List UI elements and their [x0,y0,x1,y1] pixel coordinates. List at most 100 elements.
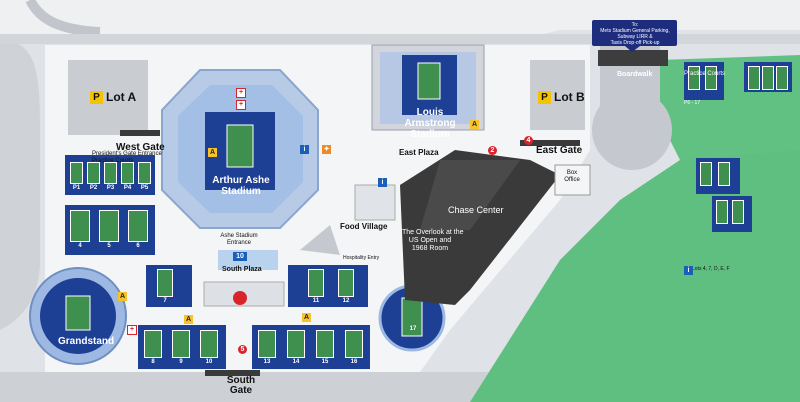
parking-icon: P [90,90,103,104]
court-13-label: 13 [263,359,271,365]
transit-callout[interactable]: To: Mets Stadium General Parking, Subway… [594,22,676,46]
court-10-label: 10 [205,359,213,365]
accessible-icon[interactable]: A [470,120,479,129]
east-practice-court-7[interactable] [718,162,730,186]
court-p1[interactable] [70,162,83,184]
east-practice-court-5[interactable] [776,66,788,90]
court-10[interactable] [200,330,218,358]
south-plaza-marker[interactable]: 10 [233,252,247,261]
grandstand-label: Grandstand [58,336,115,347]
court-p2-label: P2 [89,185,98,191]
armstrong-court [417,62,441,100]
court-16[interactable] [345,330,363,358]
lot-a-area [68,60,148,135]
ashe-entrance-line-1: Ashe Stadium [220,233,258,239]
court-4-label: 4 [78,243,82,249]
east-practice-court-3[interactable] [748,66,760,90]
chase-center-label: Chase Center [448,205,504,215]
info-icon[interactable]: i [300,145,309,154]
callout-line-1: To: [631,22,639,28]
court-p3[interactable] [104,162,117,184]
overlook-line-2: US Open and [408,237,452,244]
court-p4-label: P4 [123,185,132,191]
grandstand-court [65,295,91,331]
callout-line-5: Taxis Drop-off Pick-up [610,40,660,46]
box-office-line-2: Office [564,177,580,183]
east-plaza-label: East Plaza [399,148,439,157]
east-practice-court-8[interactable] [716,200,728,224]
court-p5[interactable] [138,162,151,184]
east-practice-label: Practice Courts [684,71,726,77]
food-village-structure [354,184,396,221]
info-icon[interactable]: i [378,178,387,187]
west-gate-label: West Gate [116,142,165,153]
overlook-line-1: The Overlook at the [402,229,464,236]
overlook-line-3: 1968 Room [411,245,449,252]
court-p4[interactable] [121,162,134,184]
marker-south[interactable]: 5 [238,345,247,354]
east-gate-label: East Gate [536,145,583,156]
court-14-label: 14 [292,359,300,365]
court-p1-label: P1 [72,185,81,191]
court-11[interactable] [308,269,324,297]
parking-icon: P [538,90,551,104]
court-8[interactable] [144,330,162,358]
accessible-icon[interactable]: A [118,292,127,301]
ashe-court [226,124,254,168]
court-12-label: 12 [342,298,350,304]
ashe-entrance-line-2: Entrance [226,240,251,246]
lot-a-label[interactable]: P Lot A [90,90,136,104]
east-practice-court-6[interactable] [700,162,712,186]
court-14[interactable] [287,330,305,358]
east-practice-court-1[interactable] [688,66,700,90]
first-aid-icon[interactable]: + [236,88,246,98]
south-plaza-label: South Plaza [222,266,262,273]
accessible-icon[interactable]: A [208,148,217,157]
transit-callout-box [592,20,677,46]
court-17-label: 17 [409,326,417,332]
west-gate-sub-2: Practice Courts [92,158,134,164]
court-5[interactable] [99,210,119,242]
court-6-label: 6 [136,243,140,249]
court-9-label: 9 [179,359,183,365]
accessible-icon[interactable]: A [184,315,193,324]
box-office [554,164,591,196]
court-8-label: 8 [151,359,155,365]
court-4[interactable] [70,210,90,242]
court-7-label: 7 [163,298,167,304]
east-practice-court-9[interactable] [732,200,744,224]
court-16-label: 16 [350,359,358,365]
marker-chase[interactable]: 4 [524,136,533,145]
ashe-stadium-label: Arthur Ashe Stadium [212,175,270,197]
restroom-icon[interactable]: ✦ [322,145,331,154]
courts-11-12-block [288,265,368,307]
court-p2[interactable] [87,162,100,184]
hospitality-entry-label: Hospitality Entry [343,255,380,261]
east-practice-court-4[interactable] [762,66,774,90]
box-office-line-1: Box [566,170,578,176]
first-aid-icon[interactable]: + [127,325,137,335]
lot-b-label[interactable]: P Lot B [538,90,585,104]
court-13[interactable] [258,330,276,358]
south-gate-label: South Gate [226,375,256,396]
accessible-icon[interactable]: A [302,313,311,322]
court-7[interactable] [157,269,173,297]
marker-lot-b[interactable]: 2 [488,146,497,155]
court-6[interactable] [128,210,148,242]
west-gate-sub-1: President's Gate Entrance [92,151,162,157]
first-aid-icon[interactable]: + [236,100,246,110]
info-icon[interactable]: i [684,266,693,275]
food-village-label: Food Village [340,222,388,231]
lot-b-text: Lot B [554,90,585,104]
court-5-label: 5 [107,243,111,249]
east-practice-court-2[interactable] [705,66,717,90]
court-11-label: 11 [312,298,320,304]
court-p5-label: P5 [140,185,149,191]
east-practice-range: P6 - 17 [684,100,701,106]
lots-east-label[interactable]: Lots 4, 7, D, E, F [692,266,730,272]
court-15-label: 15 [321,359,329,365]
court-15[interactable] [316,330,334,358]
court-9[interactable] [172,330,190,358]
court-12[interactable] [338,269,354,297]
